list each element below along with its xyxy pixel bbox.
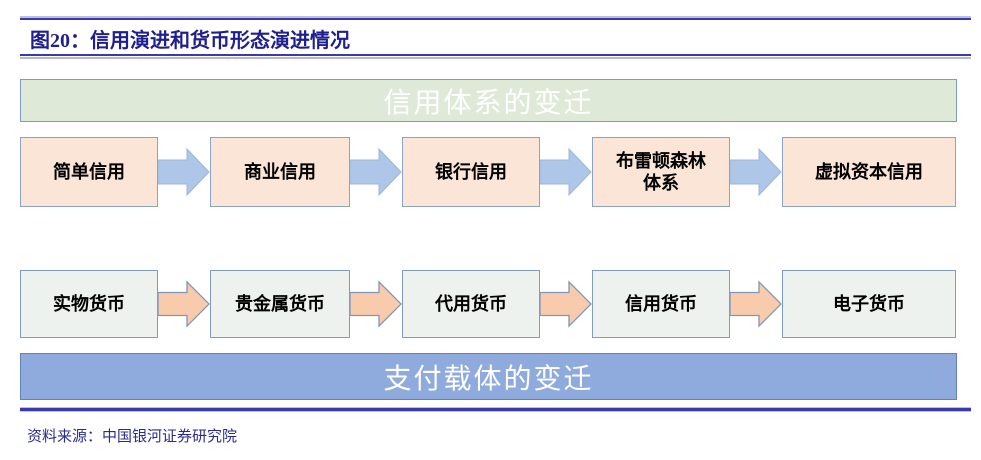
right-arrow-icon bbox=[730, 280, 782, 328]
money-stage-box: 实物货币 bbox=[20, 270, 158, 338]
source-note: 资料来源：中国银河证券研究院 bbox=[27, 429, 238, 445]
top-divider bbox=[20, 18, 971, 20]
money-stage-box: 贵金属货币 bbox=[210, 270, 350, 338]
money-stage-box: 代用货币 bbox=[402, 270, 540, 338]
bottom-divider bbox=[20, 408, 971, 411]
right-arrow-icon bbox=[158, 280, 210, 328]
credit-stage-box: 简单信用 bbox=[20, 137, 158, 207]
title-divider bbox=[20, 54, 971, 56]
payment-carrier-banner: 支付载体的变迁 bbox=[20, 353, 957, 400]
right-arrow-icon bbox=[350, 147, 402, 197]
money-evolution-row: 实物货币 贵金属货币 代用货币 信用货币 电子货币 bbox=[20, 270, 957, 338]
right-arrow-icon bbox=[730, 147, 782, 197]
payment-carrier-banner-label: 支付载体的变迁 bbox=[383, 362, 594, 394]
credit-evolution-row: 简单信用 商业信用 银行信用 布雷顿森林体系 虚拟资本信用 bbox=[20, 137, 957, 207]
credit-system-banner-label: 信用体系的变迁 bbox=[383, 86, 594, 118]
figure-title: 图20：信用演进和货币形态演进情况 bbox=[30, 30, 350, 52]
credit-stage-box: 虚拟资本信用 bbox=[782, 137, 956, 207]
right-arrow-icon bbox=[350, 280, 402, 328]
credit-stage-box: 布雷顿森林体系 bbox=[592, 137, 730, 207]
right-arrow-icon bbox=[158, 147, 210, 197]
money-stage-box: 信用货币 bbox=[592, 270, 730, 338]
credit-system-banner: 信用体系的变迁 bbox=[20, 79, 957, 122]
credit-stage-box: 银行信用 bbox=[402, 137, 540, 207]
money-stage-box: 电子货币 bbox=[782, 270, 956, 338]
credit-stage-box: 商业信用 bbox=[210, 137, 350, 207]
right-arrow-icon bbox=[540, 280, 592, 328]
right-arrow-icon bbox=[540, 147, 592, 197]
